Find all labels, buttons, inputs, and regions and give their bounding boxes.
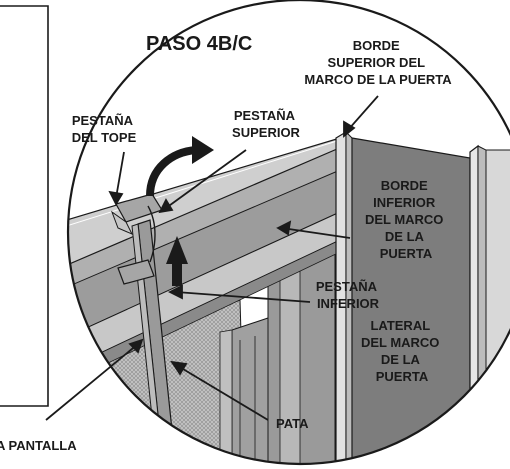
leader-lines — [45, 95, 379, 421]
label-stop-tab: PESTAÑA DEL TOPE — [72, 113, 137, 145]
label-bottom-edge: BORDE INFERIOR DEL MARCO DE LA PUERTA — [365, 178, 447, 261]
leg-clip — [110, 193, 173, 437]
side-frame-post — [335, 130, 347, 464]
side-panel-frame — [0, 5, 49, 407]
step-title: PASO 4B/C — [146, 33, 252, 55]
rotate-arrow — [146, 146, 197, 197]
label-side-frame: LATERAL DEL MARCO DE LA PUERTA — [361, 318, 443, 384]
side-panel-dark — [351, 137, 471, 464]
detail-illustration — [68, 0, 510, 464]
label-upper-tab: PESTAÑA SUPERIOR — [232, 108, 301, 140]
label-lower-tab: PESTAÑA INFERIOR — [316, 279, 380, 311]
lift-arrow-shaft — [172, 262, 182, 286]
label-top-rail: BORDE SUPERIOR DEL MARCO DE LA PUERTA — [304, 38, 452, 87]
label-screen: A PANTALLA — [0, 438, 77, 453]
detail-circle — [66, 0, 510, 466]
lift-arrow-head — [166, 236, 188, 264]
label-leg: PATA — [276, 416, 309, 431]
